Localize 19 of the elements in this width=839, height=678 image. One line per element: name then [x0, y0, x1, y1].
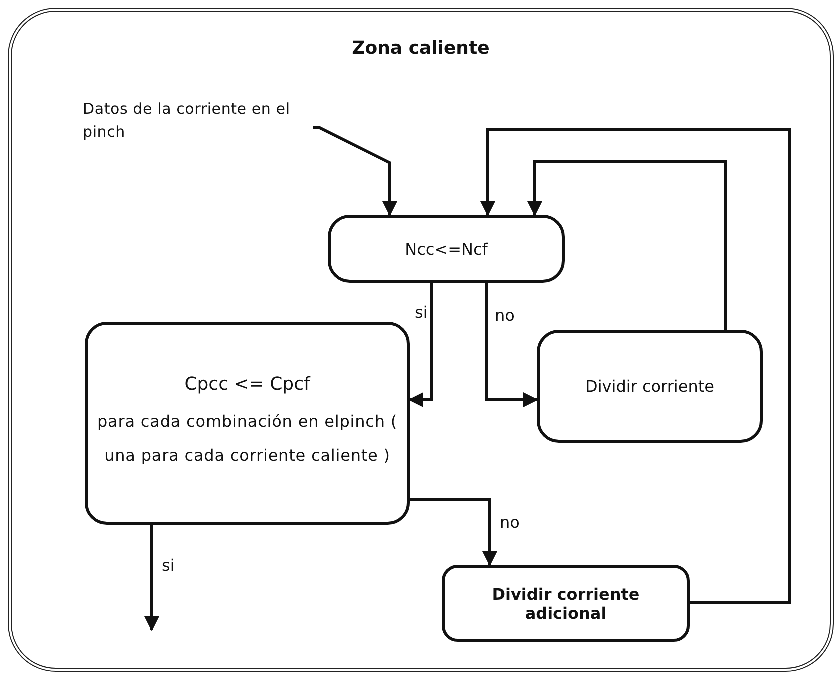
process-box — [328, 215, 565, 283]
arrow — [144, 525, 160, 632]
zone-title: Zona caliente — [351, 38, 491, 59]
arrow — [486, 283, 538, 408]
arrow — [408, 283, 434, 408]
process-box — [537, 330, 763, 443]
process-text: Dividir corriente — [586, 377, 714, 396]
arrow — [410, 498, 498, 566]
process-text: Dividir corriente adicional — [491, 584, 641, 622]
arrow — [313, 126, 398, 216]
process-text: Ncc<=Ncf — [405, 240, 488, 258]
zone-frame — [8, 8, 834, 672]
condition-box — [85, 322, 410, 525]
condition-text: Cpcc <= Cpcf — [184, 374, 310, 396]
arrow — [480, 128, 792, 604]
arrow — [528, 160, 728, 330]
process-box — [442, 565, 690, 642]
condition-note: para cada combinación en elpinch ( una para cada corriente caliente ) — [96, 411, 399, 467]
input-note: Datos de la corriente en el pinch — [83, 98, 313, 148]
